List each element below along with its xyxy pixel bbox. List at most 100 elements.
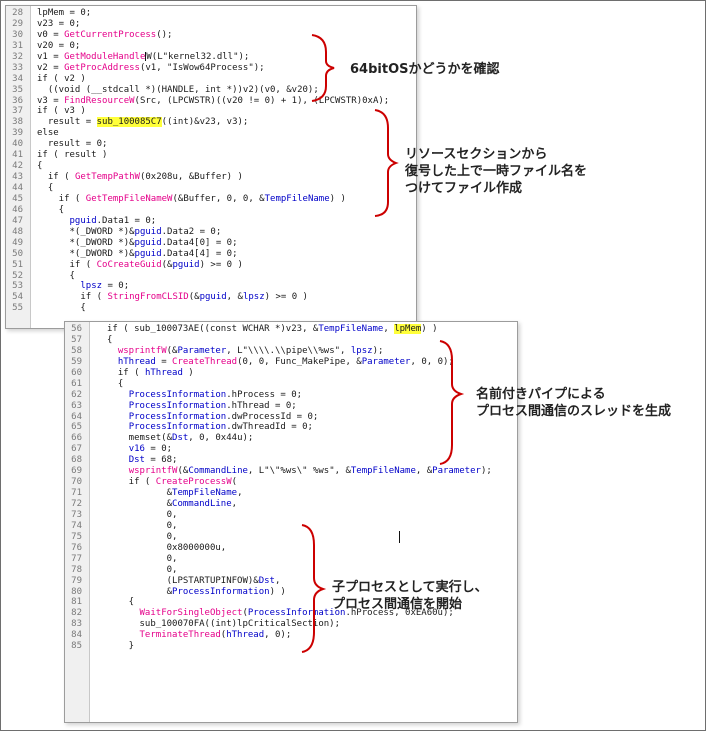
code-text: 0, <box>107 510 178 521</box>
highlighted-symbol: sub_100085C7 <box>96 117 162 128</box>
function-name: GetTempPathW <box>74 172 140 183</box>
code-text: (LPSTARTUPINFOW)&Dst, <box>107 575 281 587</box>
code-text: &ProcessInformation) ) <box>107 587 286 598</box>
code-text: 0, <box>107 532 178 543</box>
code-token: , 0); <box>264 630 292 641</box>
code-line: 60 if ( hThread ) <box>65 368 492 379</box>
line-number: 29 <box>12 18 23 29</box>
code-line: 74 0, <box>65 521 492 532</box>
code-line: 51 if ( CoCreateGuid(&pguid) >= 0 ) <box>6 260 389 271</box>
code-line: 76 0x8000000u, <box>65 543 492 554</box>
code-token: (LPSTARTUPINFOW)& <box>107 575 259 586</box>
function-name: GetProcAddress <box>64 62 140 73</box>
code-token: , & <box>226 292 243 303</box>
code-token: *(_DWORD *)& <box>37 248 135 259</box>
code-line: 78 0, <box>65 565 492 576</box>
bracket-64bit-check <box>311 34 335 102</box>
line-number: 32 <box>12 51 23 62</box>
line-number: 65 <box>71 422 82 433</box>
code-line: 42{ <box>6 161 389 172</box>
line-number: 62 <box>71 389 82 400</box>
line-number: 81 <box>71 597 82 608</box>
code-line: 54 if ( StringFromCLSID(&pguid, &lpsz) >… <box>6 292 389 303</box>
line-number: 68 <box>71 455 82 466</box>
code-text: wsprintfW(&Parameter, L"\\\\.\\pipe\\%ws… <box>107 345 384 357</box>
variable-name: ProcessInformation <box>172 586 270 597</box>
line-number: 61 <box>71 378 82 389</box>
line-number: 51 <box>12 259 23 270</box>
code-token: , & <box>415 466 433 477</box>
code-line: 62 ProcessInformation.hProcess = 0; <box>65 390 492 401</box>
variable-name: ProcessInformation <box>128 400 227 411</box>
line-number: 82 <box>71 608 82 619</box>
function-name: GetTempFileNameW <box>85 193 173 204</box>
line-number: 37 <box>12 106 23 117</box>
code-token: , 0, 0x44u); <box>188 433 254 444</box>
code-token: , <box>231 499 238 509</box>
code-token: .Data4[4] = 0; <box>161 248 238 259</box>
code-text: if ( CreateProcessW( <box>107 477 237 488</box>
code-text: TerminateThread(hThread, 0); <box>107 630 292 641</box>
code-line: 45 if ( GetTempFileNameW(&Buffer, 0, 0, … <box>6 194 389 205</box>
line-number: 45 <box>12 193 23 204</box>
code-text: { <box>107 379 123 390</box>
code-token: { <box>37 270 75 281</box>
line-number: 72 <box>71 499 82 509</box>
code-line: 61 { <box>65 379 492 390</box>
line-number: 67 <box>71 444 82 455</box>
variable-name: TempFileName <box>172 488 238 499</box>
line-number: 42 <box>12 161 23 172</box>
code-token: 0, <box>107 553 178 564</box>
code-text: pguid.Data1 = 0; <box>37 216 157 227</box>
variable-name: pguid <box>134 248 162 259</box>
code-token: (& <box>166 345 178 356</box>
cursor-marker <box>145 51 147 61</box>
code-token: (& <box>188 292 200 303</box>
code-token: 0x8000000u, <box>107 542 227 553</box>
code-line: 49 *(_DWORD *)&pguid.Data4[0] = 0; <box>6 238 389 249</box>
code-token: } <box>107 641 135 652</box>
code-token: , <box>383 324 395 334</box>
code-line: 84 TerminateThread(hThread, 0); <box>65 630 492 641</box>
code-token: 0, <box>107 564 178 575</box>
code-token: ); <box>372 345 384 356</box>
code-token: result = 0; <box>37 139 108 150</box>
code-token: (& <box>161 259 173 270</box>
variable-name: Parameter <box>177 345 227 356</box>
annotation-resource-file: リソースセクションから 復号した上で一時ファイル名を つけてファイル作成 <box>405 147 588 196</box>
variable-name: ProcessInformation <box>128 411 227 422</box>
code-text: ProcessInformation.hProcess = 0; <box>107 390 302 401</box>
code-token: , 0, 0); <box>410 356 454 367</box>
code-token: & <box>107 499 173 509</box>
code-line: 77 0, <box>65 554 492 565</box>
line-number: 73 <box>71 509 82 520</box>
code-token: .hThread = 0; <box>226 400 297 411</box>
code-line: 72 &CommandLine, <box>65 499 492 510</box>
line-number: 28 <box>12 8 23 18</box>
code-token: ( <box>242 608 248 619</box>
code-text: v3 = FindResourceW(Src, (LPCWSTR)((v20 !… <box>37 96 389 107</box>
code-text: if ( sub_100073AE((const WCHAR *)v23, &T… <box>107 324 438 335</box>
code-text: if ( v3 ) <box>37 106 86 117</box>
line-number: 76 <box>71 542 82 553</box>
variable-name: v16 <box>128 444 145 455</box>
code-text: ProcessInformation.hThread = 0; <box>107 401 297 412</box>
code-text: hThread = CreateThread(0, 0, Func_MakePi… <box>107 357 454 368</box>
line-number: 36 <box>12 95 23 106</box>
code-token: ) >= 0 ) <box>264 292 308 303</box>
code-text: { <box>37 271 75 282</box>
code-text: *(_DWORD *)&pguid.Data4[0] = 0; <box>37 238 238 249</box>
code-line: 37 if ( v3 ) <box>6 106 389 117</box>
code-line: 79 (LPSTARTUPINFOW)&Dst, <box>65 576 492 587</box>
variable-name: lpsz <box>242 292 265 303</box>
code-token: { <box>107 597 135 608</box>
code-text: v2 = GetProcAddress(v1, "IsWow64Process"… <box>37 63 265 74</box>
function-name: wsprintfW <box>117 345 167 356</box>
bracket-pipe-thread <box>439 340 465 465</box>
code-line: 46 { <box>6 205 389 216</box>
code-token: , <box>237 488 243 499</box>
